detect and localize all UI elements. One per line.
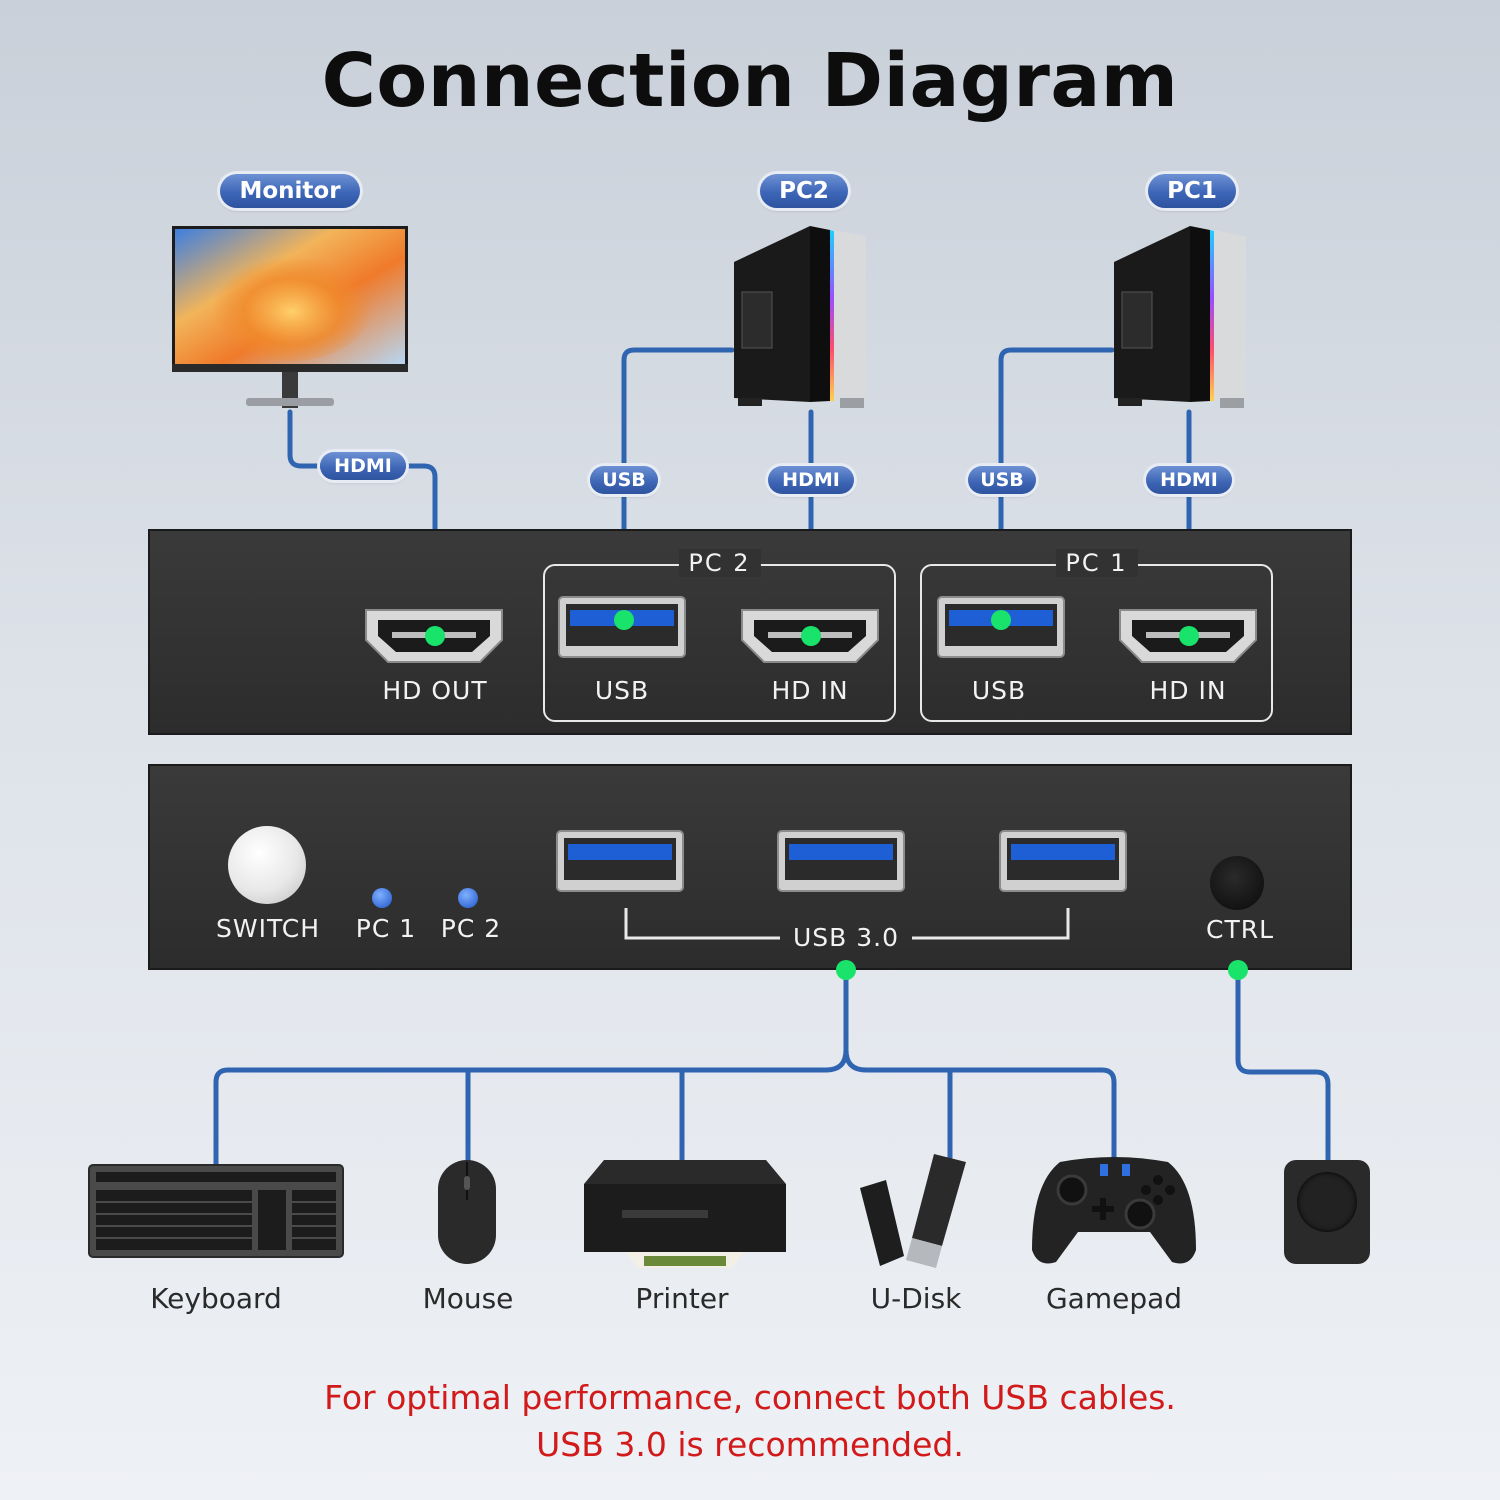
cable-label-pc1-hdmi: HDMI (1146, 466, 1232, 494)
front-usb-port-2[interactable] (777, 830, 905, 892)
udisk-label: U-Disk (870, 1282, 962, 1315)
cable-label-pc1-usb: USB (968, 466, 1036, 494)
pc2-tower-image (730, 222, 872, 416)
hd-out-port[interactable] (364, 608, 504, 664)
pc2-group-title: PC 2 (678, 549, 761, 577)
ctrl-remote-button-image (1284, 1160, 1370, 1264)
pc1-hd-in-label: HD IN (1149, 676, 1227, 705)
remote-button-icon (1297, 1172, 1357, 1232)
wire-ctrl (1235, 967, 1331, 1165)
ctrl-port[interactable] (1210, 856, 1264, 910)
pc1-led-indicator (372, 888, 392, 908)
monitor-image (172, 226, 408, 416)
pc2-usb-label: USB (594, 676, 650, 705)
printer-image (582, 1158, 788, 1270)
wire-pc2-usb (621, 347, 735, 623)
pc2-led-indicator (458, 888, 478, 908)
pc1-port-group: PC 1 (920, 549, 1273, 722)
monitor-label: Monitor (220, 174, 360, 208)
pc1-usb-port[interactable] (937, 596, 1065, 658)
pc2-hd-in-label: HD IN (771, 676, 849, 705)
pc2-label: PC2 (760, 174, 848, 208)
diagram-title: Connection Diagram (321, 38, 1179, 124)
keyboard-label: Keyboard (150, 1282, 282, 1315)
usb30-label: USB 3.0 (792, 923, 900, 952)
note-line-1: For optimal performance, connect both US… (324, 1378, 1176, 1417)
ctrl-label: CTRL (1205, 915, 1275, 944)
led-pc2-label: PC 2 (440, 914, 502, 943)
cable-label-pc2-usb: USB (590, 466, 658, 494)
front-usb-port-1[interactable] (556, 830, 684, 892)
pc1-hd-in-port[interactable] (1118, 608, 1258, 664)
mouse-image (436, 1158, 498, 1266)
gamepad-label: Gamepad (1045, 1282, 1183, 1315)
pc1-usb-label: USB (971, 676, 1027, 705)
keyboard-image (88, 1164, 344, 1258)
pc2-port-group: PC 2 (543, 549, 896, 722)
hd-out-label: HD OUT (382, 676, 488, 705)
gamepad-image (1030, 1154, 1198, 1270)
switch-button[interactable] (228, 826, 306, 904)
printer-label: Printer (635, 1282, 729, 1315)
pc2-usb-port[interactable] (558, 596, 686, 658)
wire-usb30-trunk (213, 967, 849, 1168)
pc1-label: PC1 (1148, 174, 1236, 208)
u-disk-image (858, 1150, 970, 1270)
wire-usb30-right (843, 1047, 1117, 1163)
pc1-group-title: PC 1 (1055, 549, 1138, 577)
wire-pc1-usb (998, 347, 1115, 623)
mouse-label: Mouse (422, 1282, 514, 1315)
cable-label-pc2-hdmi: HDMI (768, 466, 854, 494)
pc1-tower-image (1110, 222, 1252, 416)
front-usb-port-3[interactable] (999, 830, 1127, 892)
cable-label-monitor-hdmi: HDMI (320, 452, 406, 480)
switch-label: SWITCH (215, 914, 321, 943)
pc2-hd-in-port[interactable] (740, 608, 880, 664)
note-line-2: USB 3.0 is recommended. (536, 1425, 964, 1464)
led-pc1-label: PC 1 (355, 914, 417, 943)
